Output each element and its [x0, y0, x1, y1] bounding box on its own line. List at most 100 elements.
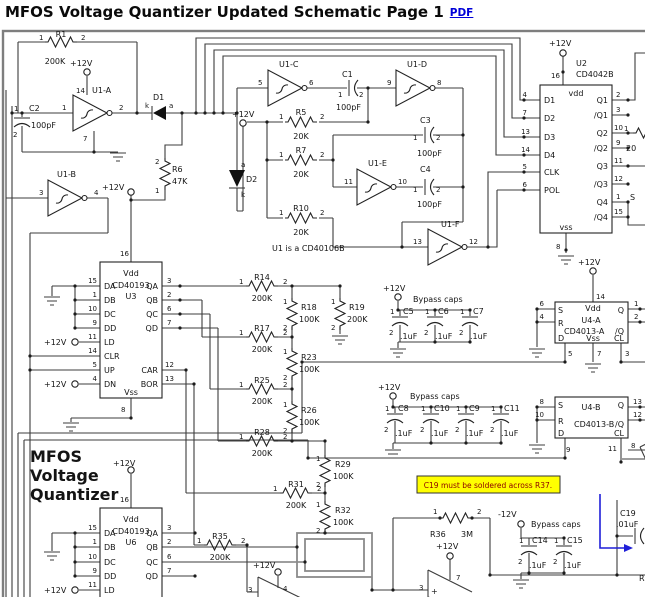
capacitor-c1: C1 1 2 100pF: [336, 70, 363, 112]
wires: [5, 37, 645, 597]
pin: 13: [413, 238, 422, 246]
pin: 3: [39, 189, 43, 197]
ref: C6: [438, 307, 449, 316]
vdd: Vdd: [585, 304, 601, 313]
ic-u4b: 8 10 S U4-B Q R CD4013-B /Q D CL 13 12 9…: [535, 396, 642, 454]
pin: 7: [167, 567, 171, 575]
s: S: [558, 306, 563, 315]
pin: 2: [320, 113, 324, 121]
val: 100K: [299, 418, 320, 427]
ref: C7: [473, 307, 484, 316]
pin: 7: [456, 574, 460, 582]
resistor-r10: R10 1 2 20K: [279, 204, 324, 237]
pin: 9: [93, 567, 97, 575]
part: CD4013-B: [574, 420, 614, 429]
resistor-r7: R7 1 2 20K: [279, 146, 324, 179]
vdd: vdd: [569, 89, 584, 98]
pin: 2: [241, 537, 245, 545]
pin-label: DC: [104, 558, 116, 567]
inverter-icon: [72, 94, 113, 132]
r: R: [558, 319, 564, 328]
val: .1uF: [395, 429, 413, 438]
vss: Vss: [586, 334, 600, 343]
pin-label: DB: [104, 296, 116, 305]
part: CD40193: [112, 281, 149, 290]
pin: 12: [633, 411, 642, 419]
val: .1uF: [466, 429, 484, 438]
pin: 15: [88, 277, 97, 285]
pin: 1: [93, 291, 97, 299]
pin: 1: [197, 537, 201, 545]
vdd-pin: 16: [551, 72, 560, 80]
p12-label: +12V: [70, 59, 93, 68]
resistor-r32: 1 2 R32 100K: [316, 500, 354, 535]
resistor-r26: 1 2 R26 100K: [283, 400, 320, 435]
pin: 2: [283, 324, 287, 332]
val: 200K: [286, 501, 307, 510]
pin: 12: [165, 361, 174, 369]
val: 100K: [299, 365, 320, 374]
ref: R23: [301, 353, 317, 362]
opamp-3-partial: 8: [631, 442, 645, 460]
pin: 1: [39, 34, 43, 42]
inverter-u1d: U1-D 9 8: [387, 60, 441, 107]
val: 200K: [252, 397, 273, 406]
pin: 7: [167, 319, 171, 327]
pin: 1: [279, 151, 283, 159]
p12-label: +12V: [253, 561, 276, 570]
d: D: [558, 334, 564, 343]
pin: 2: [283, 374, 287, 382]
pin: 11: [88, 581, 97, 589]
pin: 2: [384, 426, 388, 434]
pin: 11: [614, 157, 623, 165]
ground-icon: [109, 152, 127, 162]
val: 20K: [293, 170, 309, 179]
inverter-u1c: U1-C 5 6: [258, 60, 314, 107]
qb: /Q: [615, 327, 624, 336]
power-icon: [559, 49, 567, 57]
pin: 1: [425, 308, 429, 316]
ref: R14: [254, 273, 270, 282]
resistor-r29: 1 2 R29 100K: [316, 454, 354, 489]
diode-d1: D1 k a: [145, 93, 173, 120]
ref: U4-A: [581, 316, 601, 325]
ground-icon: [384, 449, 402, 459]
capacitor-c7: 1 C7 2 .1uF: [459, 307, 488, 341]
pin: 7: [523, 109, 527, 117]
ref: R35: [212, 532, 228, 541]
ground-icon: [43, 551, 61, 561]
resistor-r25: R25 1 2 200K: [239, 376, 287, 406]
pin: 14: [521, 146, 530, 154]
power-icon: [389, 392, 397, 400]
pin: 6: [523, 181, 528, 189]
pdf-link[interactable]: PDF: [449, 7, 474, 19]
val: 100K: [299, 315, 320, 324]
ref: R36: [430, 530, 446, 539]
arrow-line: [599, 494, 624, 549]
pin: 1: [491, 405, 495, 413]
capacitor-c15: 1 C15 2 .1uF: [553, 536, 583, 570]
pin: 9: [616, 139, 620, 147]
power-nodes: +12V +12V +12V +12V +12V +12V +12V +12V …: [44, 39, 601, 595]
inverter-icon: [267, 69, 308, 107]
p12-label: +12V: [102, 183, 125, 192]
pin-label: DD: [104, 572, 116, 581]
pin: 2: [283, 433, 287, 441]
d: D: [558, 429, 564, 438]
pin: 2: [316, 527, 320, 535]
pin-label: QB: [146, 543, 158, 552]
q: Q: [618, 401, 624, 410]
page-title: MFOS Voltage Quantizer Updated Schematic…: [5, 3, 444, 21]
pin: 2: [320, 209, 324, 217]
pin-label: POL: [544, 186, 560, 195]
pin: 2: [119, 104, 123, 112]
inverter-u1a: 14 U1-A 1 2 7: [62, 86, 123, 143]
pin: 1: [338, 91, 342, 99]
branding: MFOS Voltage Quantizer: [30, 447, 118, 504]
ref: C3: [420, 116, 431, 125]
part: CD4042B: [576, 70, 614, 79]
pin-label: QD: [146, 324, 158, 333]
pin: 1: [14, 105, 18, 113]
capacitor-icon: [634, 527, 645, 545]
pin-label: DA: [104, 529, 116, 538]
